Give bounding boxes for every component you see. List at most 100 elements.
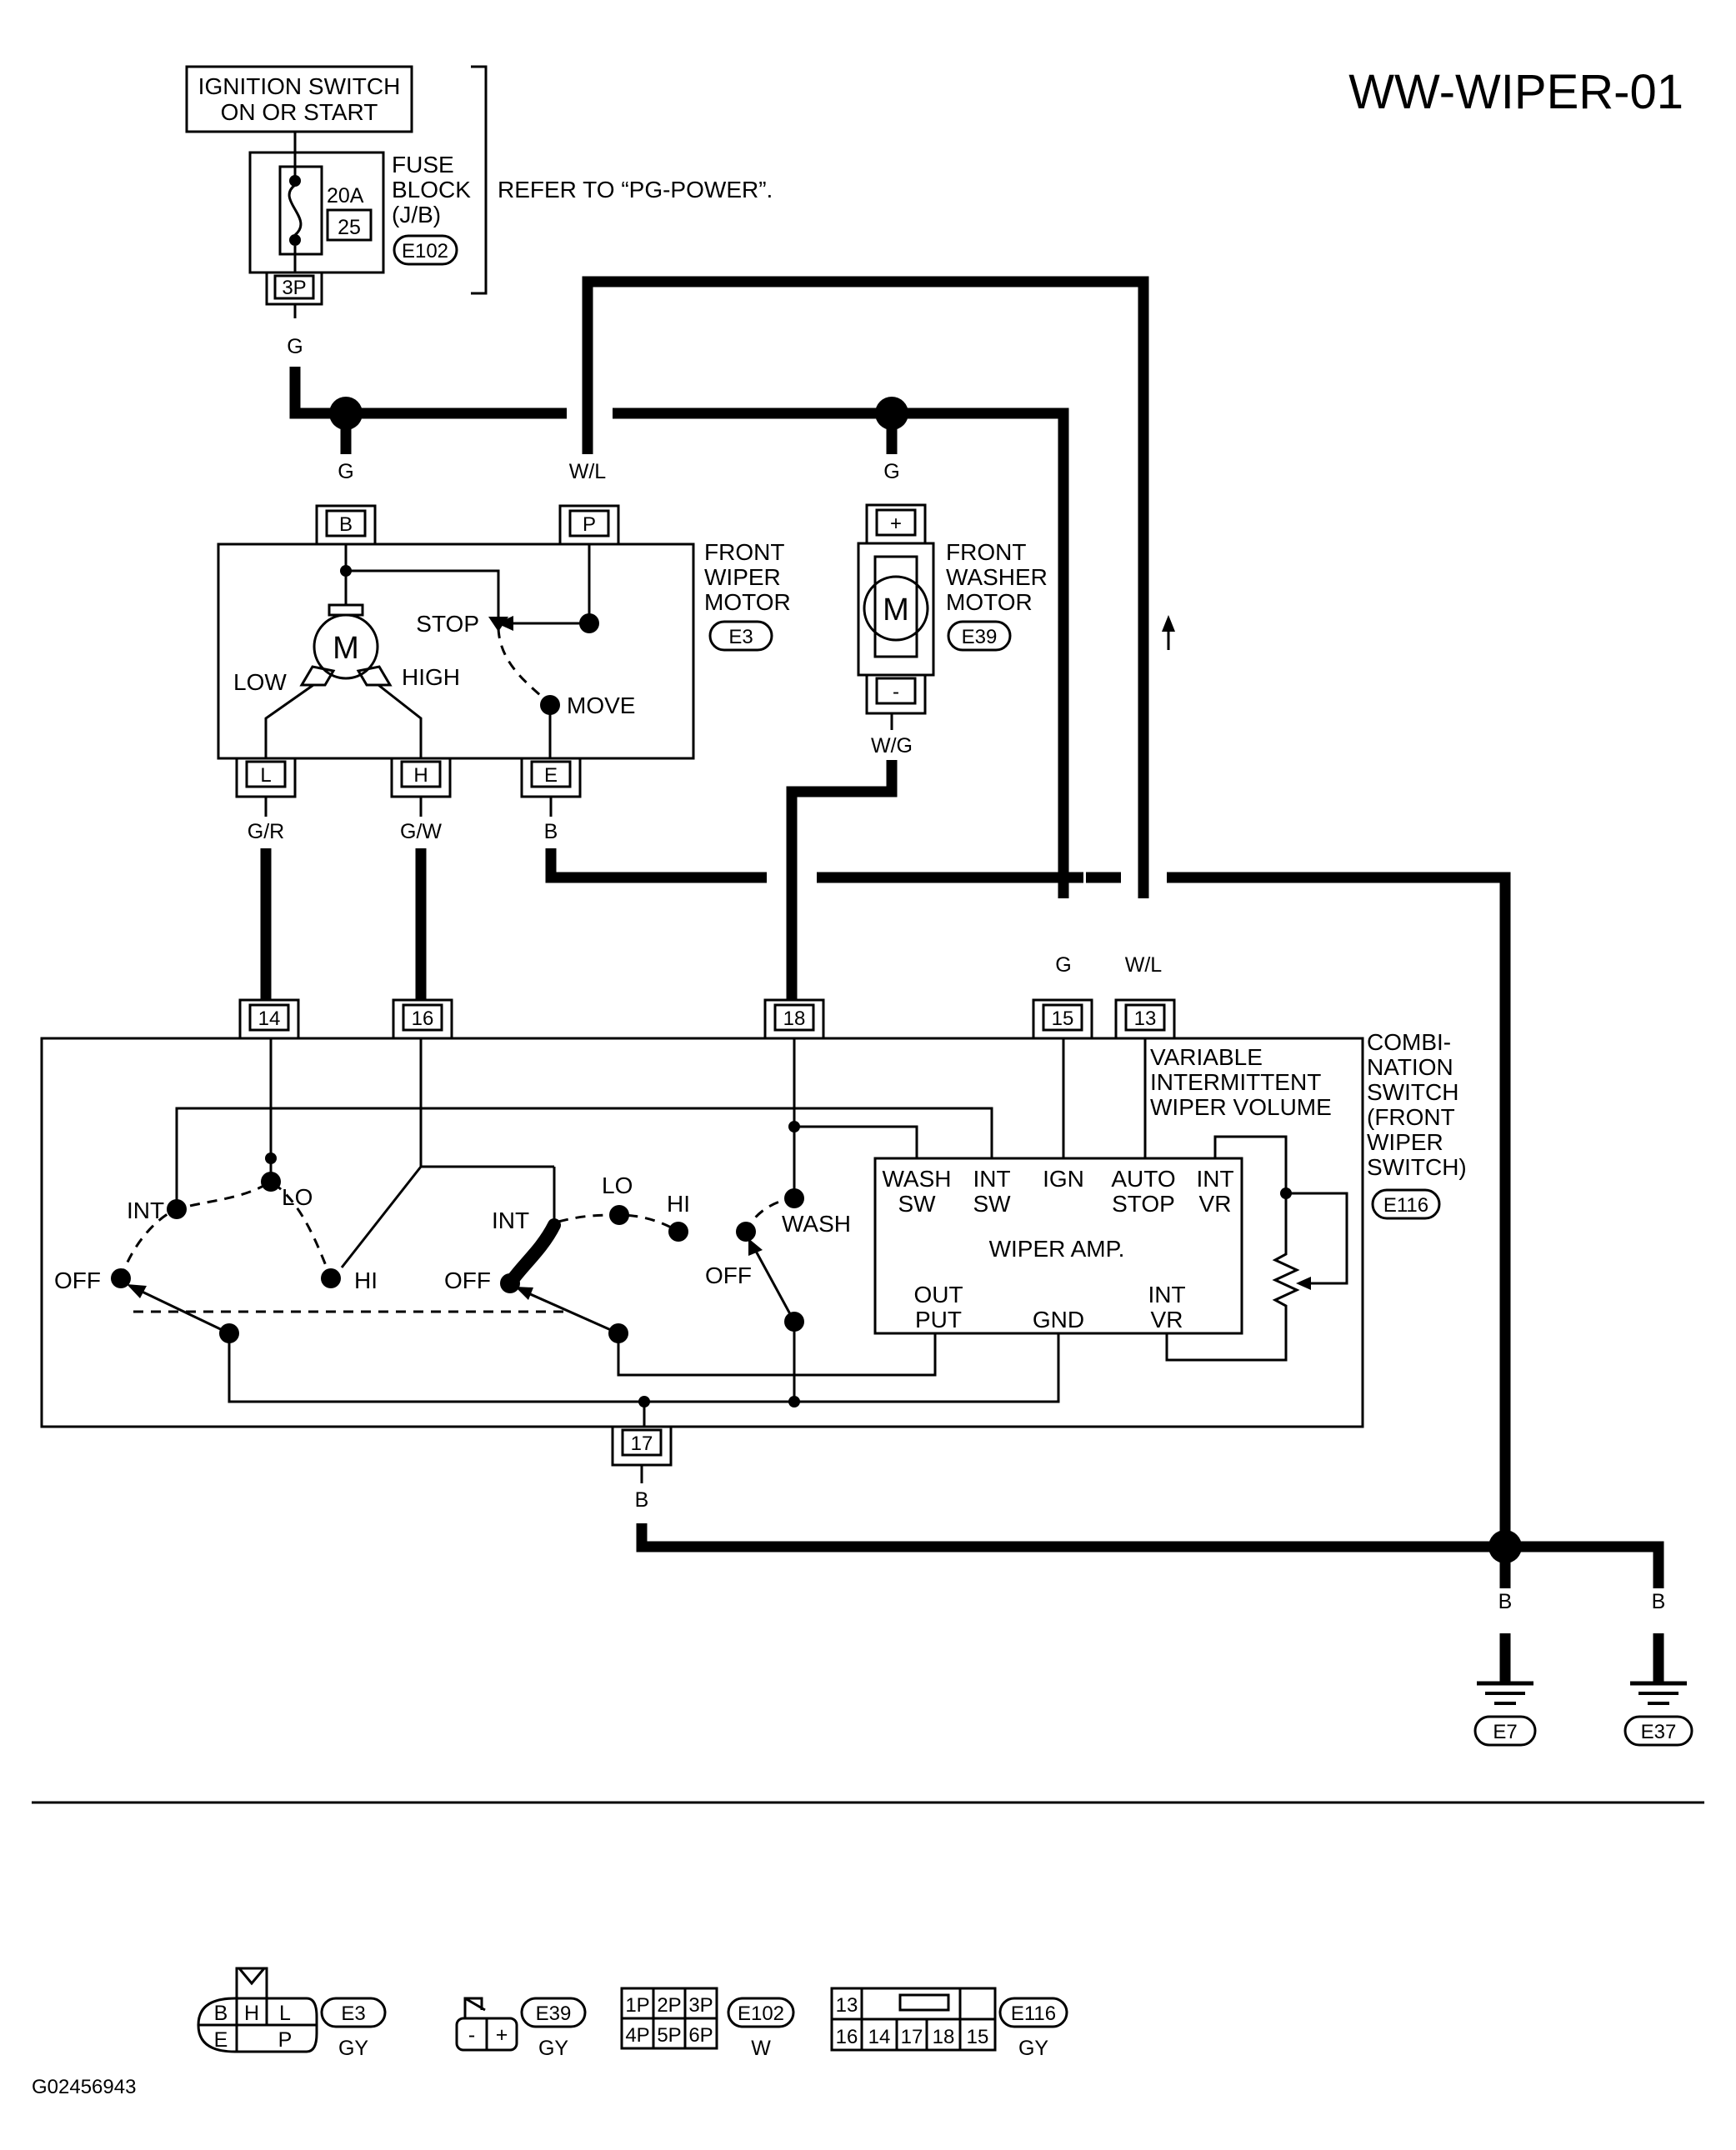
fuse-number: 25 — [338, 216, 361, 239]
legend-e116-name: E116 — [1011, 2002, 1056, 2025]
legend-e116-connector: 13 16 14 17 18 15 E116 GY — [830, 1987, 1068, 2060]
fuse-label-line1: FUSE — [392, 152, 454, 178]
svg-text:3P: 3P — [282, 277, 306, 299]
ignition-label-line1: IGNITION SWITCH — [198, 73, 401, 99]
svg-text:L: L — [260, 764, 271, 787]
wiper-motor-label-2: WIPER — [704, 564, 781, 590]
amp-output-2: PUT — [915, 1307, 962, 1332]
sw1-lo-label: LO — [282, 1184, 313, 1210]
svg-text:E: E — [544, 764, 558, 787]
sw2-lo-label: LO — [602, 1172, 633, 1198]
wiper-pin-b: B — [315, 504, 377, 546]
sw2-int-contact — [503, 1218, 561, 1290]
fuse-block: 20A 25 — [248, 151, 385, 274]
amp-int-vr-bottom-1: INT — [1148, 1282, 1185, 1308]
move-label: MOVE — [567, 692, 635, 718]
combi-label-1: COMBI- — [1367, 1029, 1451, 1055]
fuse-label-line3: (J/B) — [392, 202, 441, 228]
amp-wash-sw-2: SW — [898, 1191, 936, 1217]
legend-e39-pin-plus: + — [496, 2023, 508, 2047]
wire-label-wg: W/G — [871, 734, 913, 758]
amp-gnd: GND — [1033, 1307, 1084, 1332]
legend-e102-pin-3p: 3P — [688, 1994, 713, 2017]
stop-label: STOP — [416, 611, 479, 637]
legend-e116-pin-15: 15 — [967, 2026, 989, 2048]
wiring-harness — [260, 276, 1664, 1683]
svg-text:M: M — [333, 631, 359, 666]
combi-label-5: WIPER — [1367, 1129, 1443, 1155]
svg-text:18: 18 — [783, 1008, 806, 1030]
legend-e102-connector: 1P 2P 3P 4P 5P 6P E102 W — [620, 1987, 795, 2060]
legend-e3-pin-b: B — [214, 2002, 228, 2025]
legend-e3-pin-e: E — [214, 2028, 228, 2052]
sw1-int-label: INT — [127, 1198, 164, 1223]
legend-e39-pin-minus: - — [468, 2023, 475, 2047]
ignition-switch-box: IGNITION SWITCH ON OR START — [185, 65, 413, 133]
legend-e39-connector: - + E39 GY — [455, 1997, 587, 2060]
sw3-wash-label: WASH — [782, 1211, 851, 1237]
legend-e116-pin-17: 17 — [901, 2026, 923, 2048]
ground-e37: E37 — [1623, 1681, 1693, 1747]
washer-minus-pin: - — [893, 681, 899, 703]
legend-e116-pin-13: 13 — [836, 1994, 858, 2017]
wire-label-b-motor: B — [544, 820, 558, 843]
switch-pin-14: 14 — [238, 998, 300, 1040]
legend-e102-name: E102 — [738, 2002, 784, 2025]
refer-note: REFER TO “PG-POWER”. — [498, 177, 773, 202]
svg-text:E3: E3 — [728, 626, 753, 648]
wire-label-wl-switch: W/L — [1125, 953, 1163, 977]
amp-int-sw-2: SW — [973, 1191, 1011, 1217]
wiper-amp: WASH SW INT SW IGN AUTO STOP INT VR WIPE… — [873, 1157, 1243, 1335]
legend-e39-name: E39 — [536, 2002, 572, 2025]
low-label: LOW — [233, 669, 287, 695]
svg-text:16: 16 — [412, 1008, 434, 1030]
svg-text:E39: E39 — [962, 626, 998, 648]
legend-e102-pin-4p: 4P — [625, 2024, 649, 2047]
washer-plus-pin: + — [890, 512, 902, 535]
amp-title: WIPER AMP. — [989, 1236, 1125, 1262]
sw1-off-label: OFF — [54, 1268, 101, 1293]
footer-code: G02456943 — [32, 2076, 136, 2098]
combi-label-6: SWITCH) — [1367, 1154, 1467, 1180]
amp-wash-sw-1: WASH — [883, 1166, 952, 1192]
svg-text:14: 14 — [258, 1008, 281, 1030]
fuse-label-line2: BLOCK — [392, 177, 471, 202]
fuse-pin-3p: 3P — [265, 271, 323, 306]
wiper-pin-h: H — [390, 757, 452, 798]
variable-label-1: VARIABLE — [1150, 1044, 1263, 1070]
connector-tag-e116: E116 — [1371, 1188, 1441, 1220]
combination-switch: 14 16 18 15 13 17 — [40, 998, 1364, 1483]
wire-label-gw: G/W — [400, 820, 442, 843]
switch-pin-16: 16 — [392, 998, 453, 1040]
wire-label-g-wipermotor: G — [338, 460, 353, 483]
wiper-pin-e: E — [520, 757, 582, 798]
combi-label-2: NATION — [1367, 1054, 1453, 1080]
svg-text:H: H — [413, 764, 428, 787]
wiper-motor-symbol — [313, 613, 379, 680]
legend-e116-pin-14: 14 — [868, 2026, 891, 2048]
variable-label-2: INTERMITTENT — [1150, 1069, 1321, 1095]
sw2-off-label: OFF — [444, 1268, 491, 1293]
svg-text:E116: E116 — [1383, 1194, 1428, 1217]
wire-label-b-pin17: B — [635, 1488, 649, 1512]
fuse-amp: 20A — [327, 184, 364, 208]
ignition-label-line2: ON OR START — [221, 99, 378, 125]
sw2-int-label: INT — [492, 1208, 529, 1233]
amp-output-1: OUT — [913, 1282, 963, 1308]
washer-motor-symbol — [863, 575, 929, 642]
legend-e39-color: GY — [538, 2037, 568, 2060]
svg-text:B: B — [339, 513, 353, 536]
legend-e102-pin-2p: 2P — [657, 1994, 681, 2017]
diagram-title: WW-WIPER-01 — [1348, 65, 1683, 119]
legend-e102-pin-1p: 1P — [625, 1994, 649, 2017]
front-wiper-motor: B P STOP MOVE M LOW HIGH — [217, 504, 695, 817]
ground-e7-label: E7 — [1493, 1721, 1517, 1743]
wire-label-g-switch: G — [1055, 953, 1071, 977]
wire-label-wl-wipermotor: W/L — [569, 460, 607, 483]
sw1-hi-label: HI — [354, 1268, 378, 1293]
ground-e7: E7 — [1473, 1681, 1537, 1747]
svg-text:M: M — [883, 592, 909, 628]
switch-pin-15: 15 — [1032, 998, 1093, 1040]
legend-e3-pin-h: H — [244, 2002, 259, 2025]
